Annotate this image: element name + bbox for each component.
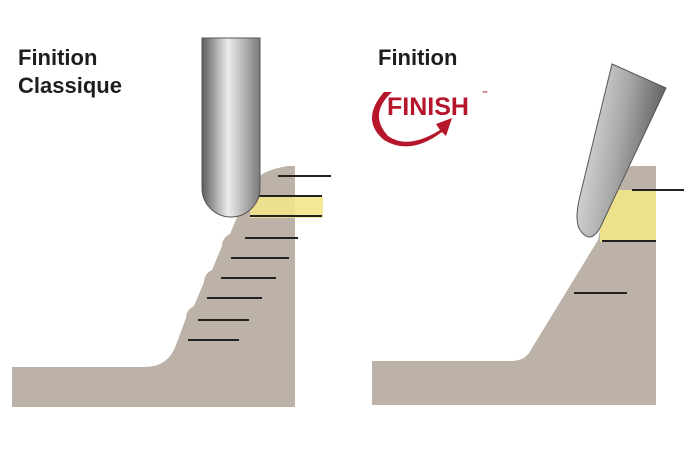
finish-title-line1: Finition bbox=[378, 45, 458, 70]
logo-swoosh bbox=[372, 92, 452, 147]
classic-step-lines bbox=[188, 175, 331, 341]
classic-workpiece bbox=[12, 166, 295, 407]
classic-title-line1: Finition bbox=[18, 45, 98, 70]
classic-highlight-zone bbox=[250, 196, 323, 218]
finish-workpiece bbox=[372, 166, 656, 405]
finish-title: Finition bbox=[378, 44, 457, 72]
ball-end-mill-icon bbox=[201, 37, 261, 218]
logo-text: FINISH bbox=[387, 93, 469, 121]
finish-step-lines bbox=[574, 189, 684, 294]
classic-panel bbox=[12, 37, 331, 407]
barrel-cutter-icon bbox=[576, 63, 667, 238]
logo-trademark: ™ bbox=[482, 90, 488, 97]
logo-tick-marks bbox=[385, 117, 413, 141]
classic-title-line2: Classique bbox=[18, 73, 122, 98]
classic-title: Finition Classique bbox=[18, 44, 122, 100]
finish-arrow-logo: FINISH ™ bbox=[372, 90, 488, 147]
finish-panel bbox=[372, 63, 684, 405]
